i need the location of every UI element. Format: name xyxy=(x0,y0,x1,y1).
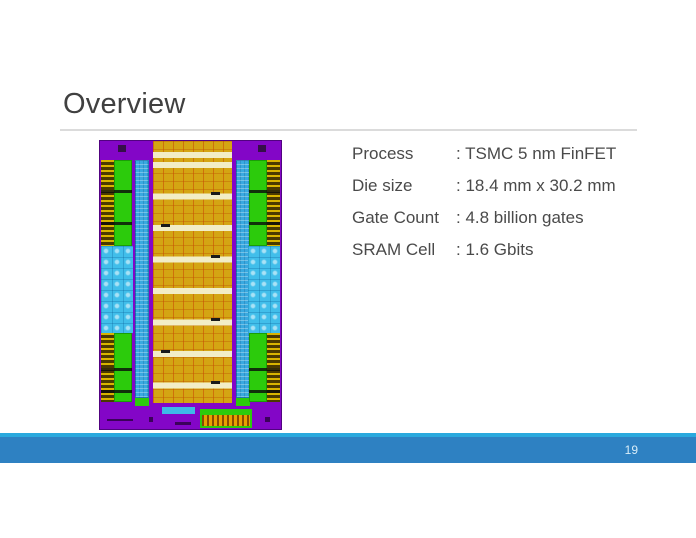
spec-label: Die size xyxy=(352,176,413,195)
title-divider xyxy=(60,129,637,131)
die-io-pads xyxy=(267,333,280,402)
die-green-block xyxy=(114,160,132,246)
die-edge-mark xyxy=(249,368,280,371)
die-green-block xyxy=(249,160,267,246)
die-column-right xyxy=(236,160,250,398)
die-bottom-block-green xyxy=(200,409,252,428)
die-core-array xyxy=(153,141,232,403)
die-core-mark xyxy=(161,350,170,353)
die-core-mark xyxy=(161,224,170,227)
spec-row-gate-count: Gate Count : 4.8 billion gates xyxy=(352,202,616,234)
spec-value: : TSMC 5 nm FinFET xyxy=(456,144,617,163)
die-bottom-mark xyxy=(265,417,270,422)
spec-value: : 18.4 mm x 30.2 mm xyxy=(456,176,616,195)
footer-accent-stripe xyxy=(0,433,696,437)
die-column-cap xyxy=(135,398,149,406)
die-io-pads xyxy=(101,160,114,246)
die-bottom-mark xyxy=(175,422,191,425)
die-green-block xyxy=(249,333,267,402)
spec-value: : 4.8 billion gates xyxy=(456,208,584,227)
die-sram-block xyxy=(101,246,133,333)
die-sram-block xyxy=(248,246,280,333)
die-core-mark xyxy=(211,255,220,258)
die-io-pads xyxy=(267,160,280,246)
spec-row-die-size: Die size : 18.4 mm x 30.2 mm xyxy=(352,170,616,202)
die-column-cap xyxy=(236,398,250,406)
page-title: Overview xyxy=(63,88,186,120)
die-edge-mark xyxy=(101,368,132,371)
die-edge-mark xyxy=(101,390,132,393)
die-edge-mark xyxy=(249,222,280,225)
die-bottom-mark xyxy=(149,417,153,422)
footer-bar: 19 xyxy=(0,437,696,463)
die-io-pads xyxy=(101,333,114,402)
die-edge-mark xyxy=(249,390,280,393)
die-bottom-hatch xyxy=(202,415,250,426)
page-number: 19 xyxy=(624,443,638,457)
die-edge-mark xyxy=(101,222,132,225)
die-green-block xyxy=(114,333,132,402)
spec-label: Gate Count xyxy=(352,208,439,227)
die-core-mark xyxy=(211,381,220,384)
die-fiducial-mark xyxy=(118,145,126,152)
spec-label: Process xyxy=(352,144,414,163)
die-edge-mark xyxy=(101,190,132,193)
spec-row-sram-cell: SRAM Cell : 1.6 Gbits xyxy=(352,234,616,266)
die-fiducial-mark xyxy=(258,145,266,152)
chip-die-image xyxy=(99,140,282,430)
die-bottom-mark xyxy=(107,419,133,421)
die-core-mark xyxy=(211,318,220,321)
die-core-mark xyxy=(211,192,220,195)
spec-row-process: Process : TSMC 5 nm FinFET xyxy=(352,138,616,170)
spec-label: SRAM Cell xyxy=(352,240,436,259)
die-bottom-block-cyan xyxy=(162,407,195,414)
die-edge-mark xyxy=(249,190,280,193)
spec-value: : 1.6 Gbits xyxy=(456,240,534,259)
spec-list: Process : TSMC 5 nm FinFET Die size : 18… xyxy=(352,138,616,266)
die-column-left xyxy=(135,160,149,398)
